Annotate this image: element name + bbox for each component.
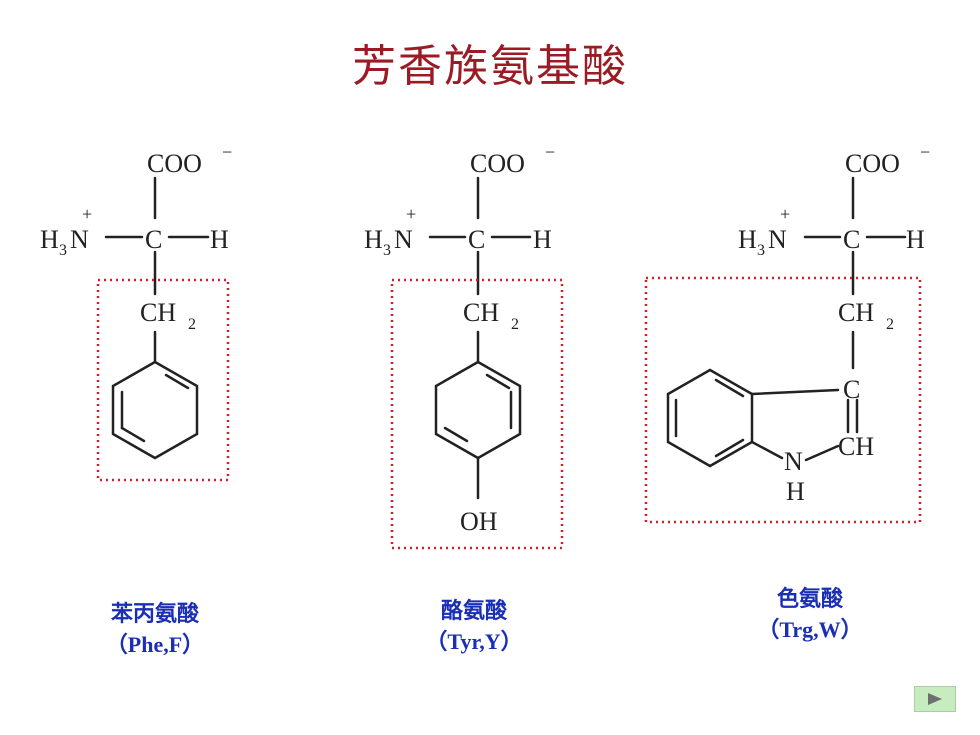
subscript-label: 3 xyxy=(59,242,67,259)
hydrogen-label: H xyxy=(906,225,925,254)
ring-hydrogen-label: H xyxy=(786,477,805,506)
play-triangle-icon xyxy=(928,693,942,705)
amino-acid-abbr: （Phe,F） xyxy=(105,632,205,657)
amino-acid-name: 苯丙氨酸 xyxy=(110,602,199,627)
coo-label: COO xyxy=(147,149,202,178)
hydrogen-label: H xyxy=(533,225,552,254)
caption-phenylalanine: 苯丙氨酸 （Phe,F） xyxy=(35,600,275,660)
h3n-label: H xyxy=(364,225,383,254)
nitrogen-label: N xyxy=(768,225,787,254)
caption-tryptophan: 色氨酸 （Trg,W） xyxy=(690,585,930,645)
benzene-ring xyxy=(434,360,522,460)
ring-carbon-label: C xyxy=(843,375,860,404)
side-chain-box xyxy=(644,276,922,524)
caption-tyrosine: 酪氨酸 （Tyr,Y） xyxy=(354,597,594,657)
charge-label: + xyxy=(406,204,416,224)
side-chain-box xyxy=(390,278,564,550)
coo-label: COO xyxy=(470,149,525,178)
phenylalanine-structure: COO − H 3 N + C H CH 2 xyxy=(40,142,232,333)
bond xyxy=(750,440,784,460)
charge-label: + xyxy=(82,204,92,224)
subscript-label: 2 xyxy=(511,316,519,333)
coo-label: COO xyxy=(845,149,900,178)
amino-acid-abbr: （Trg,W） xyxy=(757,617,863,642)
subscript-label: 2 xyxy=(886,316,894,333)
ch2-label: CH xyxy=(838,298,874,327)
ch2-label: CH xyxy=(140,298,176,327)
h3n-label: H xyxy=(40,225,59,254)
tryptophan-structure: COO − H 3 N + C H CH 2 C CH N H xyxy=(738,142,930,506)
page-title: 芳香族氨基酸 xyxy=(352,41,628,92)
alpha-carbon-label: C xyxy=(843,225,860,254)
benzene-ring xyxy=(111,360,199,460)
amino-acid-name: 色氨酸 xyxy=(776,587,843,612)
charge-label: − xyxy=(920,142,930,162)
subscript-label: 3 xyxy=(383,242,391,259)
subscript-label: 3 xyxy=(757,242,765,259)
bond xyxy=(750,388,840,396)
amino-acid-abbr: （Tyr,Y） xyxy=(425,629,523,654)
ch2-label: CH xyxy=(463,298,499,327)
next-slide-button[interactable] xyxy=(914,686,956,712)
subscript-label: 2 xyxy=(188,316,196,333)
ring-nitrogen-label: N xyxy=(784,447,803,476)
benzene-ring xyxy=(666,368,754,468)
hydroxyl-label: OH xyxy=(460,507,498,536)
nitrogen-label: N xyxy=(394,225,413,254)
alpha-carbon-label: C xyxy=(468,225,485,254)
hydrogen-label: H xyxy=(210,225,229,254)
tyrosine-structure: COO − H 3 N + C H CH 2 OH xyxy=(364,142,555,536)
alpha-carbon-label: C xyxy=(145,225,162,254)
amino-acid-name: 酪氨酸 xyxy=(440,599,507,624)
side-chain-box xyxy=(96,278,230,482)
ring-ch-label: CH xyxy=(838,432,874,461)
h3n-label: H xyxy=(738,225,757,254)
charge-label: + xyxy=(780,204,790,224)
bond xyxy=(804,444,840,462)
charge-label: − xyxy=(545,142,555,162)
charge-label: − xyxy=(222,142,232,162)
nitrogen-label: N xyxy=(70,225,89,254)
